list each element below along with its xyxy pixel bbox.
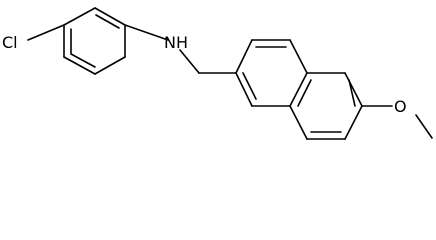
bond [289,39,308,74]
bond-o-ch3 [415,114,433,139]
double-bond-inner [242,72,257,100]
bond [63,7,96,26]
double-bond-inner [348,79,356,107]
chlorine-label: Cl [2,33,18,52]
naphthalene-right-ring [289,72,363,140]
bond [235,39,253,74]
double-bond-inner [297,79,312,107]
double-bond-inner [70,53,96,68]
bond [235,72,253,107]
bond [63,56,96,75]
oxygen-label: O [394,97,407,116]
bond [94,56,126,75]
chlorophenyl-ring [63,7,126,75]
bond [289,105,308,140]
amine-label: NH [164,33,188,52]
structure-canvas: Cl NH O [2,7,433,140]
naphthalene-left-ring [235,39,308,107]
molecule-diagram: Cl NH O [2,7,433,140]
bond [94,7,126,26]
bond-c-n [124,24,169,41]
bond [344,105,363,140]
bond-n-ch2 [179,49,200,74]
bond-c-cl [27,24,65,41]
bond [289,72,308,107]
bond [344,72,363,107]
double-bond-inner [95,14,120,29]
